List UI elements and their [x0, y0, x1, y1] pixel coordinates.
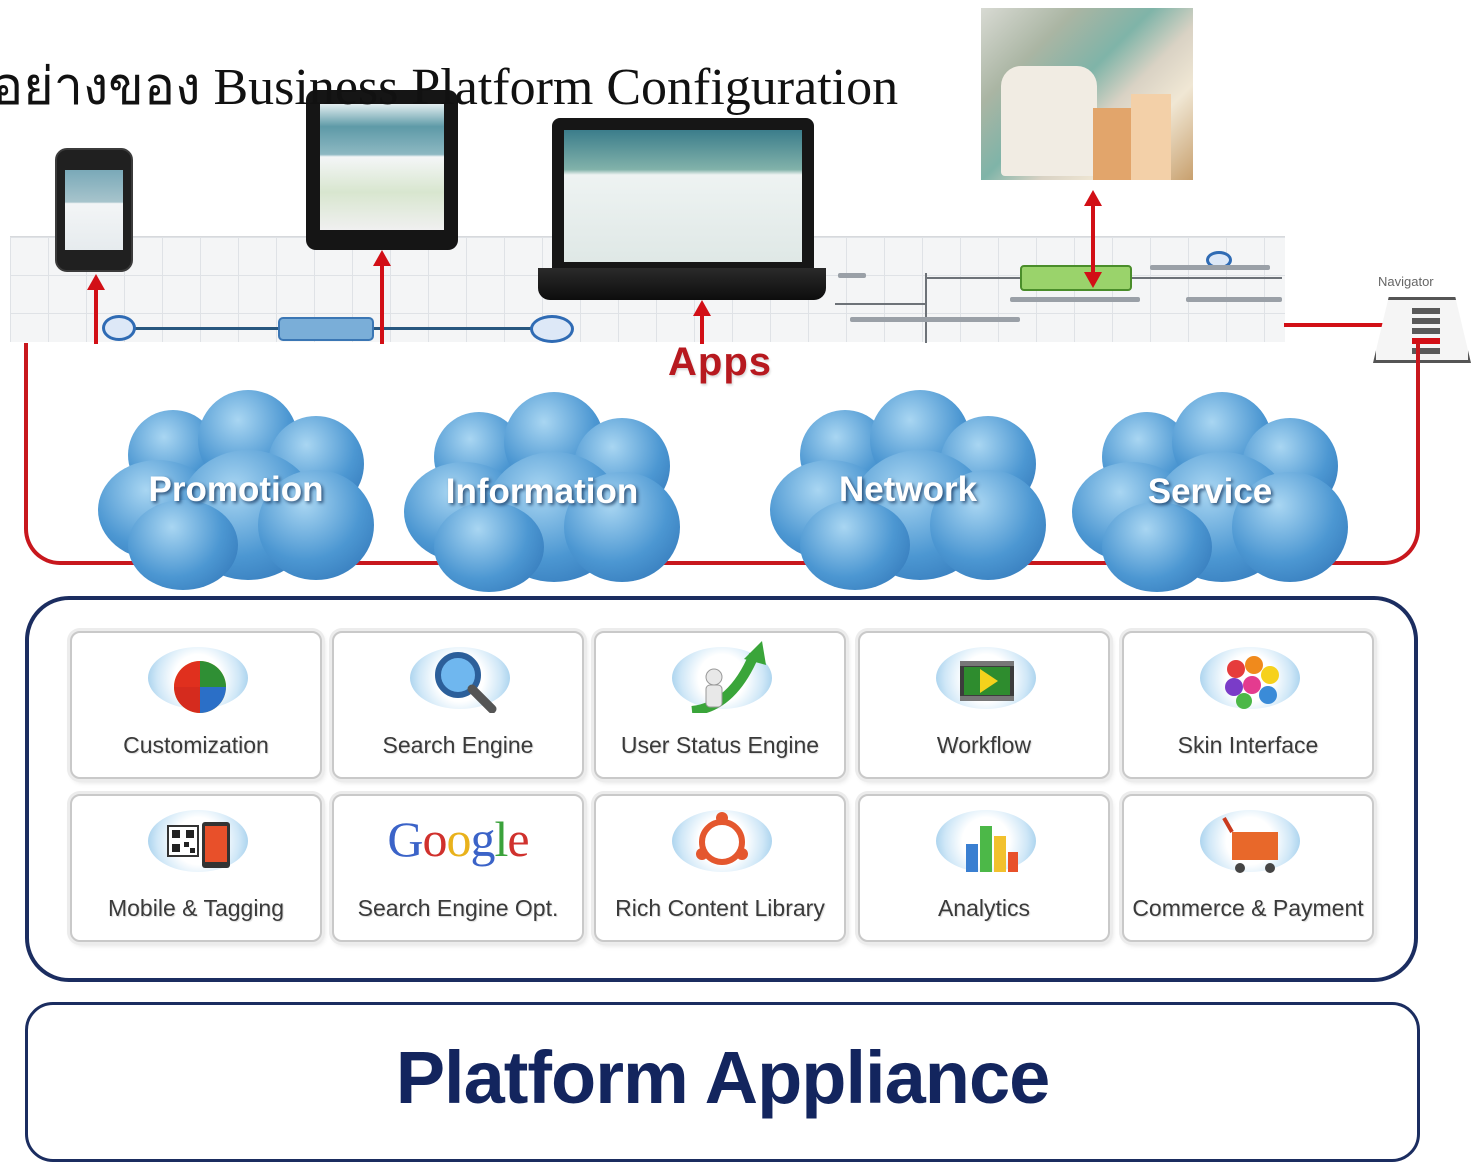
arrow-laptop — [693, 300, 711, 344]
color-palette-icon — [1200, 641, 1300, 713]
magnifier-icon — [410, 641, 510, 713]
module-mobile-tagging: Mobile & Tagging — [70, 794, 322, 942]
ubuntu-icon — [672, 804, 772, 876]
google-logo: Google — [387, 811, 529, 867]
workflow-start-node — [102, 315, 136, 341]
modules-frame — [25, 596, 1418, 982]
promotion-label: Promotion — [148, 470, 324, 509]
arrow-tablet — [373, 250, 391, 344]
module-label: Mobile & Tagging — [107, 895, 285, 921]
navigator-connector — [1284, 323, 1384, 327]
module-label: Search Engine Opt. — [357, 895, 559, 921]
film-play-icon — [936, 641, 1036, 713]
workflow-approval-node — [1020, 265, 1132, 291]
module-label: Search Engine — [382, 732, 534, 758]
laptop-image — [552, 118, 814, 268]
workflow-task-node — [278, 317, 374, 341]
workflow-event-node — [530, 315, 574, 343]
service-cloud: Service — [1072, 392, 1348, 602]
module-search-engine: Search Engine — [332, 631, 584, 779]
module-analytics: Analytics — [858, 794, 1110, 942]
module-label: Rich Content Library — [615, 895, 825, 921]
network-cloud: Network — [770, 390, 1046, 600]
apps-title: Apps — [668, 340, 772, 384]
smartphone-image — [55, 148, 133, 272]
qr-phone-icon — [148, 804, 248, 876]
pie-chart-icon — [148, 641, 248, 713]
module-label: Analytics — [937, 895, 1031, 921]
navigator-label: Navigator — [1378, 274, 1434, 289]
laptop-base — [538, 268, 826, 300]
person-arrow-icon — [672, 641, 772, 713]
module-rich-content-library: Rich Content Library — [594, 794, 846, 942]
arrow-photo — [1084, 190, 1102, 288]
information-cloud: Information — [404, 392, 680, 602]
module-label: Skin Interface — [1177, 732, 1319, 758]
platform-appliance-frame: Platform Appliance — [25, 1002, 1420, 1162]
module-skin-interface: Skin Interface — [1122, 631, 1374, 779]
arrow-phone — [87, 274, 105, 344]
information-label: Information — [445, 472, 639, 511]
module-user-status-engine: User Status Engine — [594, 631, 846, 779]
apps-frame — [24, 343, 1420, 565]
promotion-cloud: Promotion — [98, 390, 374, 600]
module-customization: Customization — [70, 631, 322, 779]
module-search-engine-opt: Google Search Engine Opt. — [332, 794, 584, 942]
module-label: Workflow — [936, 732, 1032, 758]
service-label: Service — [1147, 472, 1273, 511]
bar-chart-icon — [936, 804, 1036, 876]
module-workflow: Workflow — [858, 631, 1110, 779]
module-label: User Status Engine — [620, 732, 820, 758]
platform-title: Platform Appliance — [395, 1036, 1051, 1119]
tablet-image — [306, 90, 458, 250]
page-title: อย่างของ Business Platform Configuration — [0, 59, 899, 116]
module-commerce-payment: Commerce & Payment — [1122, 794, 1374, 942]
module-label: Commerce & Payment — [1132, 895, 1364, 921]
network-label: Network — [838, 470, 978, 509]
module-label: Customization — [123, 732, 269, 758]
shopping-cart-icon — [1200, 804, 1300, 876]
shopping-photo — [981, 8, 1193, 180]
